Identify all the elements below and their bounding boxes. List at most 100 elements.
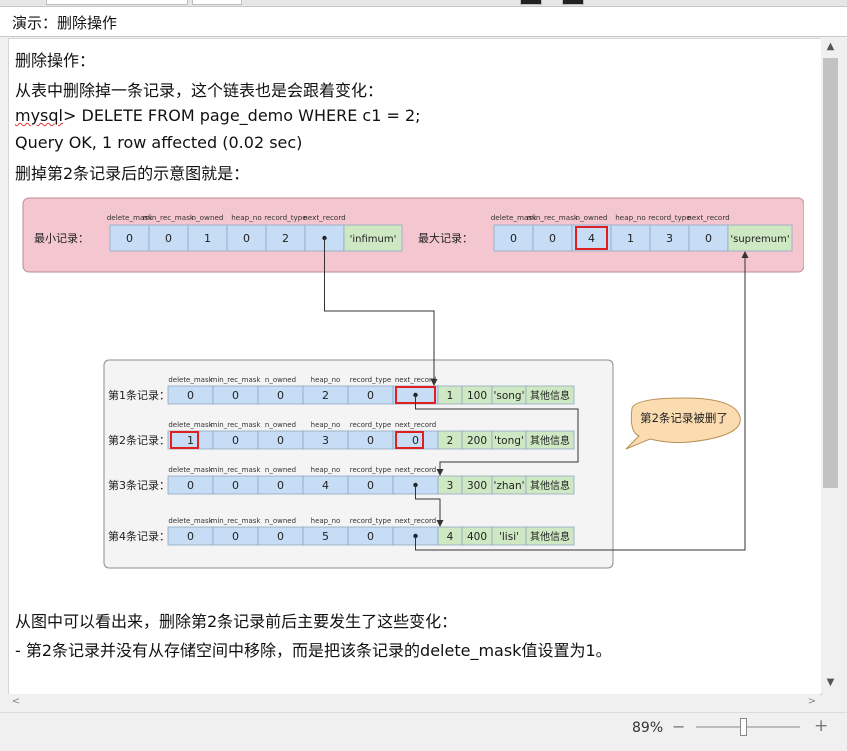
record-label: 最大记录： — [418, 231, 473, 245]
zoom-out-button[interactable]: − — [672, 717, 686, 736]
record-data-cell — [525, 526, 575, 546]
horizontal-scrollbar[interactable]: < > — [8, 694, 820, 710]
header-field-cell-text: 2 — [322, 389, 329, 402]
header-field-cell-text: 0 — [187, 389, 194, 402]
record-data-cell — [525, 430, 575, 450]
column-header: heap_no — [311, 517, 341, 525]
toolbar-field[interactable] — [46, 0, 188, 5]
scroll-right-arrow-icon[interactable]: > — [807, 696, 817, 707]
record-data-cell-text: 'lisi' — [499, 531, 519, 543]
header-field-cell-text: 0 — [277, 479, 284, 492]
scroll-up-arrow-icon[interactable]: ▲ — [826, 41, 835, 52]
column-header: min_rec_mask — [527, 213, 579, 222]
record-label: 第4条记录： — [108, 529, 170, 543]
toolbar-button[interactable] — [562, 0, 584, 5]
header-field-cell-text: 5 — [322, 530, 329, 543]
record-data-cell-text: 1 — [447, 390, 454, 402]
header-field-cell-text: 0 — [277, 389, 284, 402]
record-label: 第1条记录： — [108, 388, 170, 402]
column-header: min_rec_mask — [211, 466, 262, 474]
column-header: n_owned — [265, 421, 296, 429]
record-data-cell-text: 其他信息 — [530, 434, 570, 447]
header-field-cell-text: 0 — [243, 232, 250, 245]
header-field-cell-text: 0 — [232, 479, 239, 492]
header-field-cell-text: 1 — [187, 434, 194, 447]
column-header: delete_mask — [107, 213, 153, 222]
vertical-scrollbar[interactable]: ▲ ▼ — [821, 38, 840, 693]
header-field-cell-text: 2 — [282, 232, 289, 245]
header-field-cell-text: 1 — [204, 232, 211, 245]
column-header: min_rec_mask — [211, 421, 262, 429]
header-field-cell-text: 0 — [277, 434, 284, 447]
header-field-cell — [688, 224, 729, 252]
record-data-cell-text: 其他信息 — [530, 479, 570, 492]
text-line: - 第2条记录并没有从存储空间中移除，而是把该条记录的delete_mask值设… — [15, 641, 612, 660]
column-header: delete_mask — [168, 421, 213, 429]
header-field-cell-text: 3 — [322, 434, 329, 447]
callout-text: 第2条记录被删了 — [640, 411, 728, 425]
scroll-left-arrow-icon[interactable]: < — [11, 696, 21, 707]
header-field-cell-text: 0 — [232, 389, 239, 402]
header-field-cell-text: 0 — [187, 530, 194, 543]
header-field-cell-text: 0 — [187, 479, 194, 492]
column-header: delete_mask — [491, 213, 537, 222]
header-field-cell-text: 0 — [232, 530, 239, 543]
text-line: 删掉第2条记录后的示意图就是： — [15, 164, 250, 183]
column-header: heap_no — [231, 213, 262, 222]
zoom-level: 89% — [632, 720, 664, 736]
column-header: min_rec_mask — [211, 517, 262, 525]
record-label: 第2条记录： — [108, 433, 170, 447]
top-toolbar-strip — [0, 0, 847, 7]
record-data-cell-text: 4 — [447, 531, 454, 543]
record-data-cell-text: 其他信息 — [530, 389, 570, 402]
sql-result-line: Query OK, 1 row affected (0.02 sec) — [15, 133, 303, 152]
highlight-box — [395, 431, 424, 449]
column-header: next_record — [303, 213, 345, 222]
column-header: record_type — [350, 466, 392, 474]
pointer-arrow — [415, 251, 749, 551]
header-field-cell-text: 0 — [367, 530, 374, 543]
zoom-slider-track[interactable] — [696, 726, 800, 728]
header-field-cell-text: 1 — [627, 232, 634, 245]
scroll-down-arrow-icon[interactable]: ▼ — [826, 677, 835, 688]
vertical-scroll-thumb[interactable] — [823, 58, 838, 488]
record-data-cell-text: 'tong' — [494, 435, 524, 447]
record-data-cell-text: 2 — [447, 435, 454, 447]
highlight-box — [170, 431, 199, 449]
column-header: min_rec_mask — [211, 376, 262, 384]
header-field-cell-text: 0 — [367, 389, 374, 402]
column-header: n_owned — [265, 466, 296, 474]
record-tag-cell — [727, 224, 793, 252]
record-data-cell-text: 200 — [467, 435, 487, 447]
header-field-cell-text: 0 — [277, 530, 284, 543]
record-data-cell — [525, 475, 575, 495]
pointer-dot — [413, 533, 418, 539]
column-header: n_owned — [576, 213, 608, 222]
record-data-cell — [525, 385, 575, 405]
column-header: delete_mask — [168, 466, 213, 474]
zoom-slider-thumb[interactable] — [740, 718, 747, 736]
zoom-in-button[interactable]: + — [814, 716, 829, 736]
header-field-cell-text: 0 — [510, 232, 517, 245]
header-field-cell-text: 0 — [165, 232, 172, 245]
column-header: heap_no — [311, 421, 341, 429]
column-header: next_record — [395, 466, 436, 474]
header-field-cell-text: 0 — [367, 479, 374, 492]
toolbar-field[interactable] — [192, 0, 242, 5]
column-header: min_rec_mask — [143, 213, 195, 222]
column-header: heap_no — [615, 213, 646, 222]
callout-bubble — [625, 397, 741, 450]
record-tag-cell-text: 'infimum' — [350, 234, 397, 245]
highlight-box — [575, 226, 608, 250]
status-bar: 89% − + — [0, 712, 847, 751]
column-header: next_record — [687, 213, 729, 222]
toolbar-button[interactable] — [520, 0, 542, 5]
header-field-cell-text: 0 — [367, 434, 374, 447]
header-field-cell-text: 3 — [666, 232, 673, 245]
header-field-cell-text: 0 — [232, 434, 239, 447]
misspelled-word[interactable]: mysql — [15, 106, 63, 125]
header-field-cell — [649, 224, 690, 252]
pointer-arrow — [324, 238, 438, 386]
record-data-cell-text: 其他信息 — [530, 530, 570, 543]
